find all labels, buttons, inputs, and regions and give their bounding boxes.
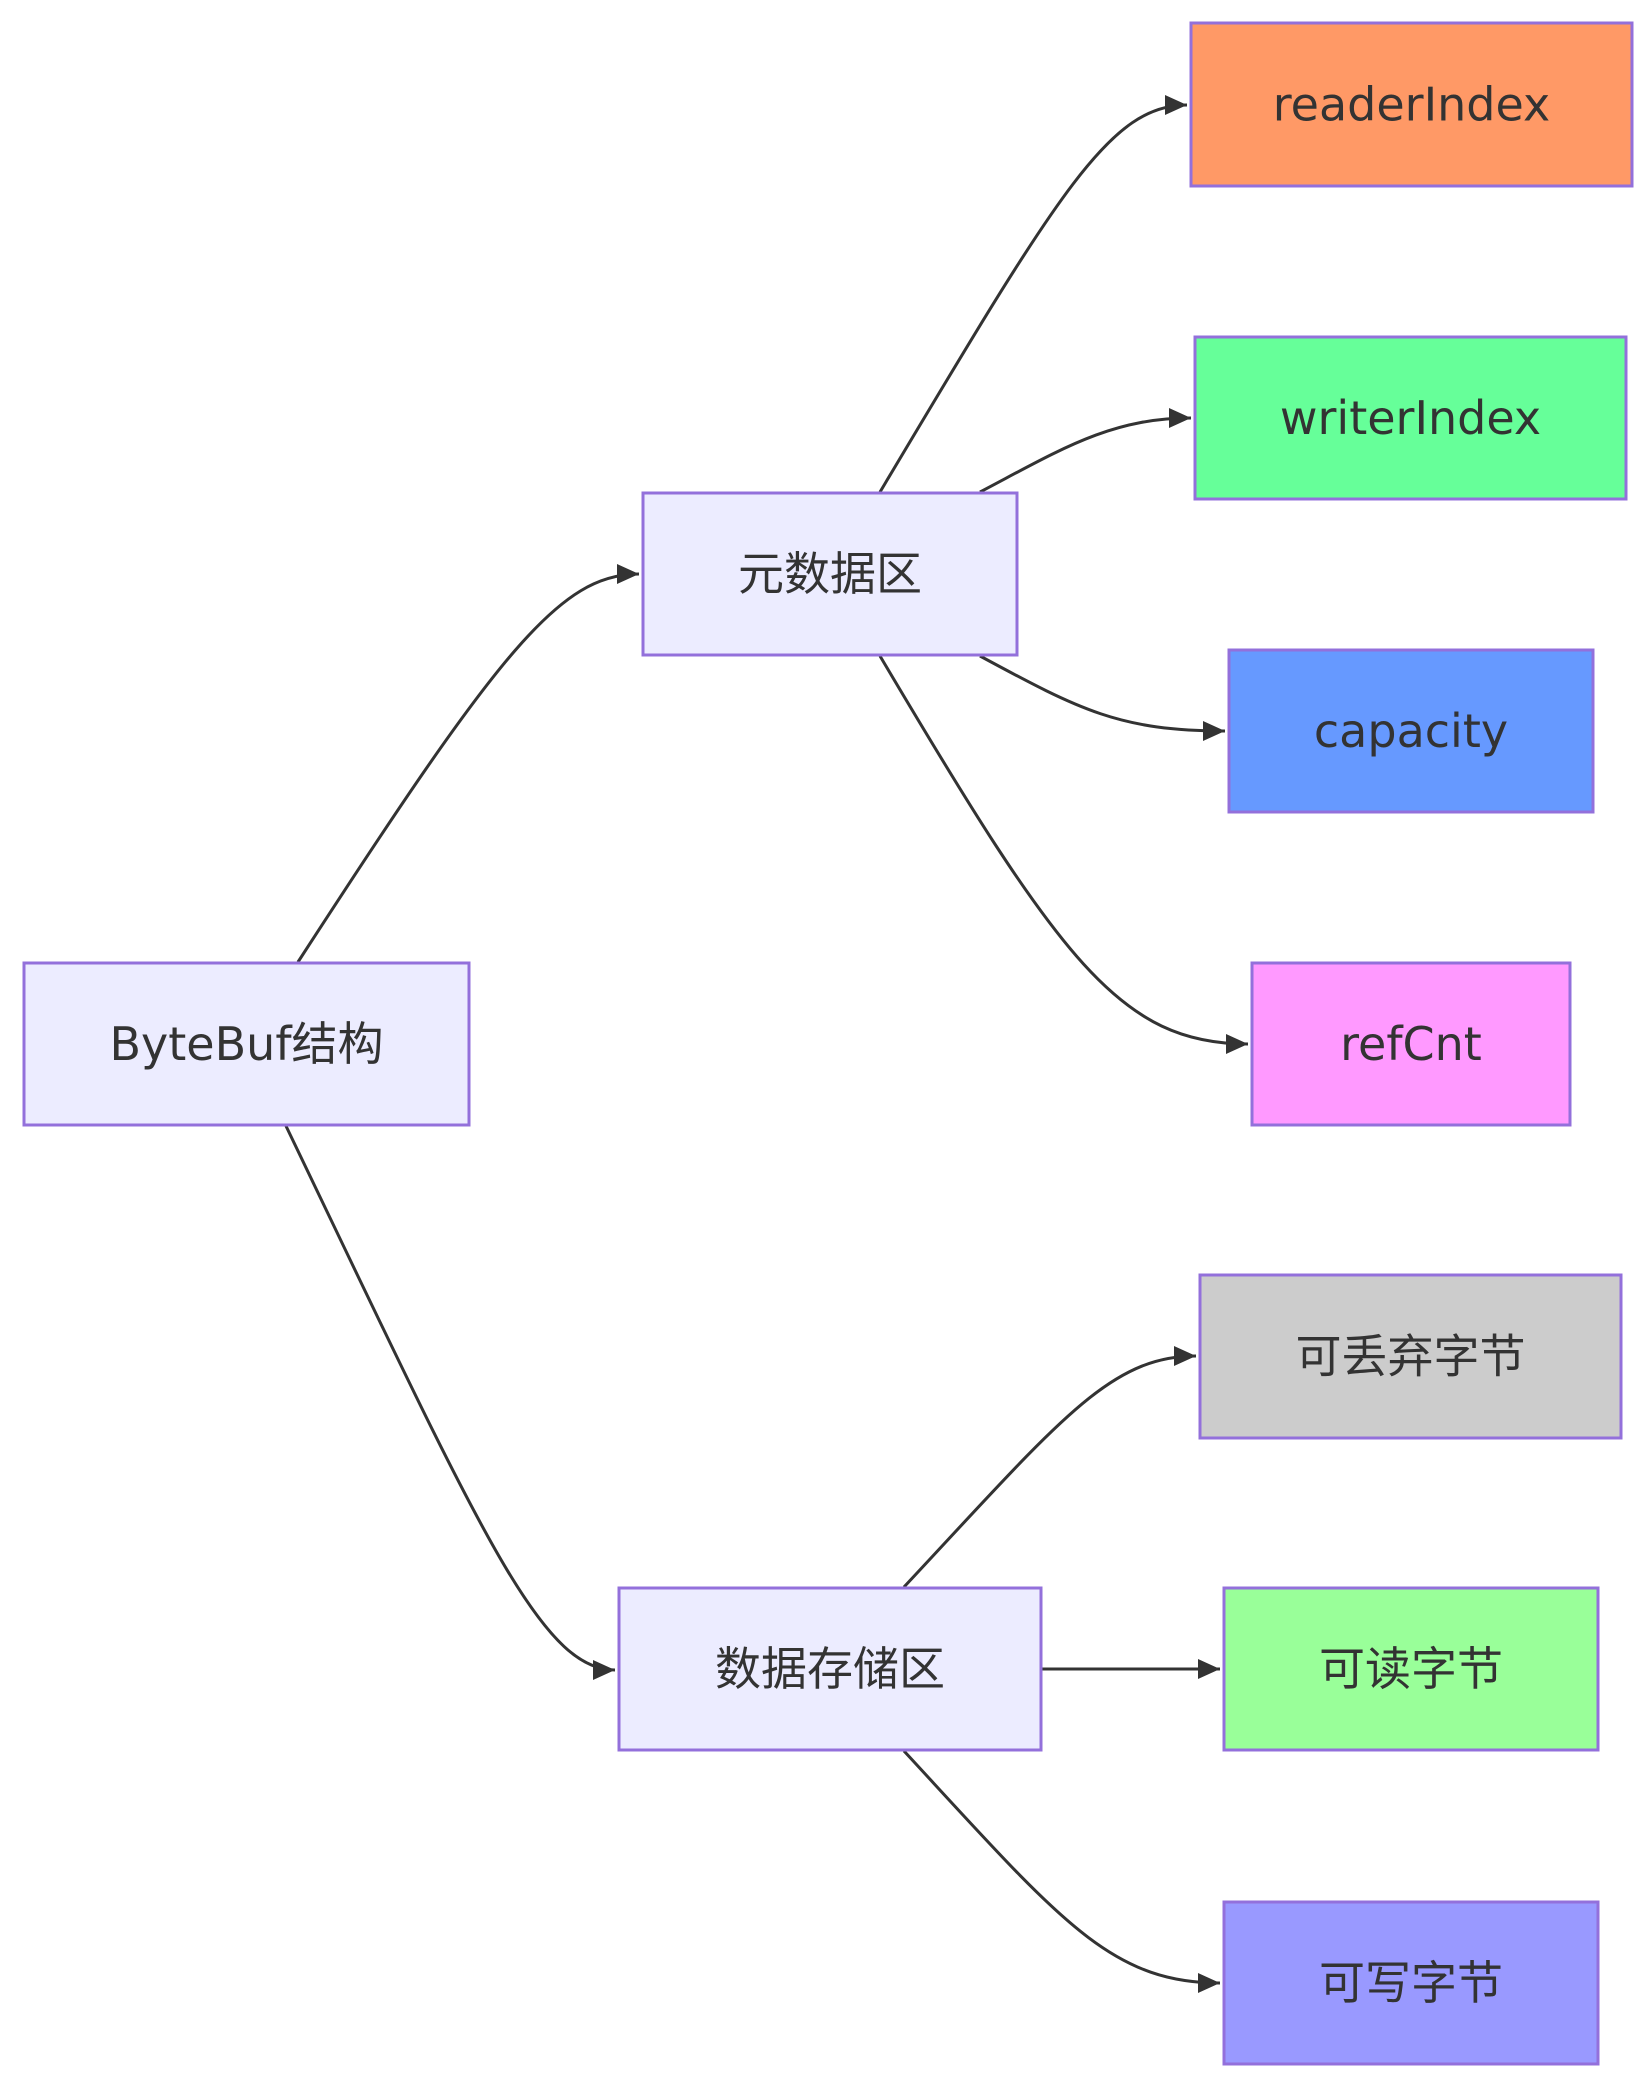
node-readerIndex: readerIndex — [1189, 21, 1634, 188]
edge-storage-to-writable — [902, 1749, 1221, 1985]
edge-bytebuf-to-metadata — [296, 572, 640, 963]
node-box-capacity — [1227, 648, 1595, 814]
node-label-writerIndex: writerIndex — [1280, 391, 1541, 445]
node-refCnt: refCnt — [1250, 961, 1572, 1127]
node-box-readable — [1222, 1586, 1600, 1752]
edge-metadata-to-writerIndex — [979, 416, 1192, 494]
node-box-storage — [617, 1586, 1043, 1752]
node-label-storage: 数据存储区 — [715, 1642, 945, 1696]
node-label-capacity: capacity — [1314, 704, 1508, 758]
node-box-metadata — [641, 491, 1019, 657]
node-box-writable — [1222, 1900, 1600, 2066]
arrowhead-metadata-to-capacity — [1203, 721, 1225, 741]
arrowhead-metadata-to-readerIndex — [1165, 95, 1187, 115]
arrowhead-metadata-to-writerIndex — [1169, 408, 1191, 428]
node-discardable: 可丢弃字节 — [1198, 1273, 1623, 1440]
node-label-refCnt: refCnt — [1340, 1017, 1482, 1071]
node-box-discardable — [1198, 1273, 1623, 1440]
node-readable: 可读字节 — [1222, 1586, 1600, 1752]
edges-layer — [284, 95, 1249, 1993]
arrowhead-metadata-to-refCnt — [1226, 1034, 1248, 1054]
node-bytebuf: ByteBuf结构 — [22, 961, 471, 1127]
node-label-readable: 可读字节 — [1319, 1642, 1503, 1696]
node-box-readerIndex — [1189, 21, 1634, 188]
edge-metadata-to-readerIndex — [878, 103, 1188, 493]
node-writable: 可写字节 — [1222, 1900, 1600, 2066]
arrowhead-storage-to-discardable — [1174, 1346, 1196, 1366]
node-label-bytebuf: ByteBuf结构 — [109, 1017, 383, 1071]
node-label-discardable: 可丢弃字节 — [1296, 1330, 1526, 1384]
node-label-writable: 可写字节 — [1319, 1956, 1503, 2010]
node-box-bytebuf — [22, 961, 471, 1127]
node-storage: 数据存储区 — [617, 1586, 1043, 1752]
node-box-writerIndex — [1193, 335, 1628, 501]
arrowhead-storage-to-writable — [1198, 1973, 1220, 1993]
node-writerIndex: writerIndex — [1193, 335, 1628, 501]
edge-metadata-to-refCnt — [878, 655, 1249, 1046]
node-label-metadata: 元数据区 — [738, 547, 922, 601]
node-metadata: 元数据区 — [641, 491, 1019, 657]
arrowhead-bytebuf-to-metadata — [617, 564, 639, 584]
node-label-readerIndex: readerIndex — [1273, 78, 1550, 132]
node-box-refCnt — [1250, 961, 1572, 1127]
edge-storage-to-discardable — [902, 1354, 1197, 1589]
arrowhead-storage-to-readable — [1198, 1659, 1220, 1679]
arrowhead-bytebuf-to-storage — [593, 1660, 615, 1680]
node-capacity: capacity — [1227, 648, 1595, 814]
edge-metadata-to-capacity — [979, 654, 1226, 733]
edge-bytebuf-to-storage — [284, 1125, 616, 1672]
